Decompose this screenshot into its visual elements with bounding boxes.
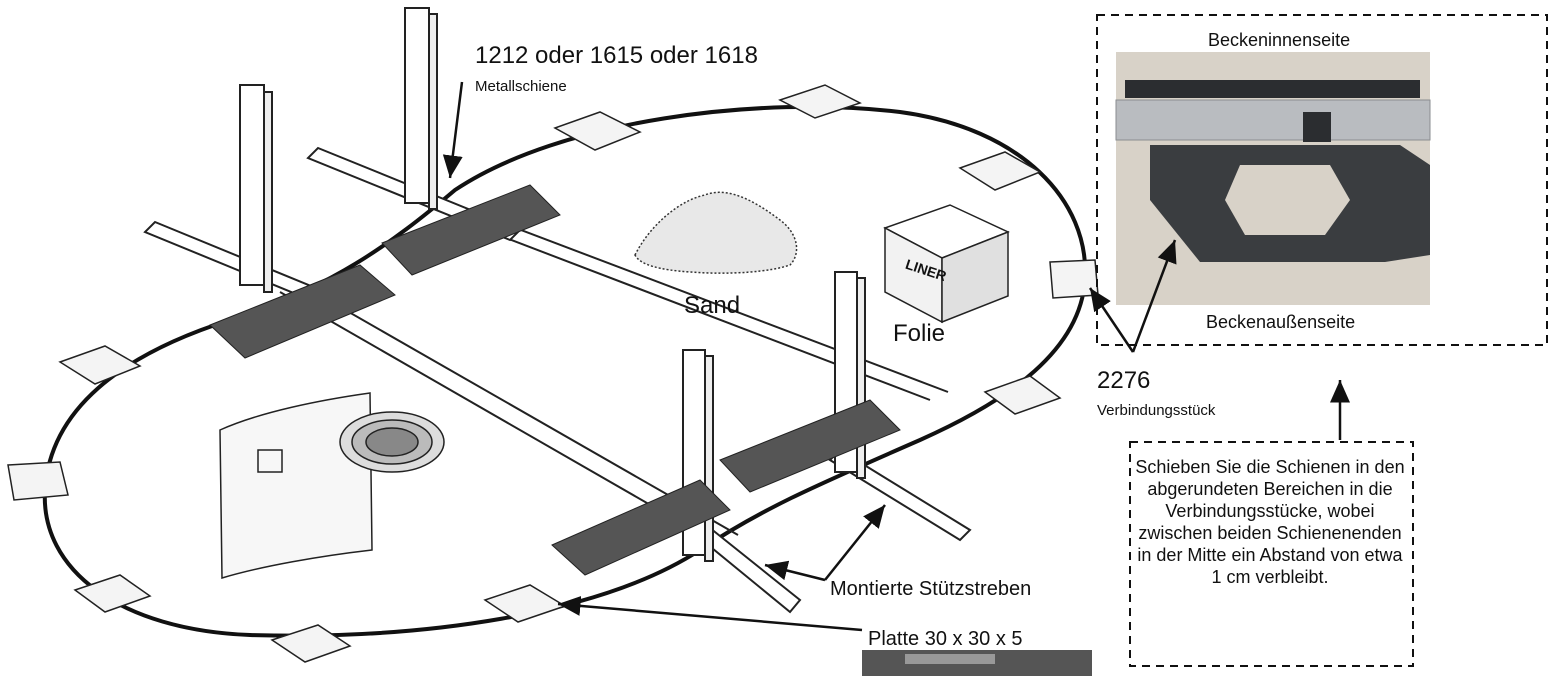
instruction-box bbox=[1129, 441, 1414, 667]
instruction-line: abgerundeten Bereichen in die bbox=[1147, 479, 1393, 499]
connector-name-label: Verbindungsstück bbox=[1097, 402, 1216, 419]
instruction-line: Schieben Sie die Schienen in den bbox=[1135, 457, 1405, 477]
concrete-plates bbox=[7, 84, 1099, 663]
plate-label: Platte 30 x 30 x 5 bbox=[868, 628, 1023, 650]
sand-label: Sand bbox=[684, 292, 741, 319]
folie-label: Folie bbox=[893, 320, 946, 347]
instruction-text: Schieben Sie die Schienen in den abgerun… bbox=[1130, 456, 1410, 588]
rail-name-label: Metallschiene bbox=[475, 78, 567, 95]
liner-box bbox=[883, 204, 1010, 324]
sand-pile bbox=[634, 191, 798, 274]
arrow-rail bbox=[442, 81, 464, 179]
connector-photo bbox=[1115, 52, 1431, 305]
inset-inner-side-label: Beckeninnenseite bbox=[1208, 30, 1351, 50]
connector-code-label: 2276 bbox=[1097, 367, 1151, 394]
struts-label: Montierte Stützstreben bbox=[830, 578, 1032, 600]
instruction-line: in der Mitte ein Abstand von etwa bbox=[1137, 545, 1403, 565]
instruction-line: Verbindungsstücke, wobei bbox=[1165, 501, 1375, 521]
arrow-struts-left bbox=[764, 560, 826, 582]
plate-closeup bbox=[862, 650, 1092, 676]
instruction-line: 1 cm verbleibt. bbox=[1211, 567, 1329, 587]
support-struts-left bbox=[143, 7, 522, 312]
instruction-line: zwischen beiden Schienenenden bbox=[1138, 523, 1402, 543]
arrow-plate bbox=[557, 595, 863, 632]
rail-codes-label: 1212 oder 1615 oder 1618 bbox=[475, 42, 758, 69]
leader-arrows bbox=[442, 81, 1350, 632]
corrugated-panels bbox=[209, 184, 901, 576]
pool-wall-roll bbox=[219, 392, 445, 580]
arrow-connector-photo bbox=[1131, 239, 1177, 353]
inset-outer-side-label: Beckenaußenseite bbox=[1206, 312, 1356, 332]
inset-frame bbox=[1096, 14, 1548, 346]
arrow-struts-right bbox=[824, 504, 886, 581]
arrow-connector-pool bbox=[1088, 287, 1135, 353]
